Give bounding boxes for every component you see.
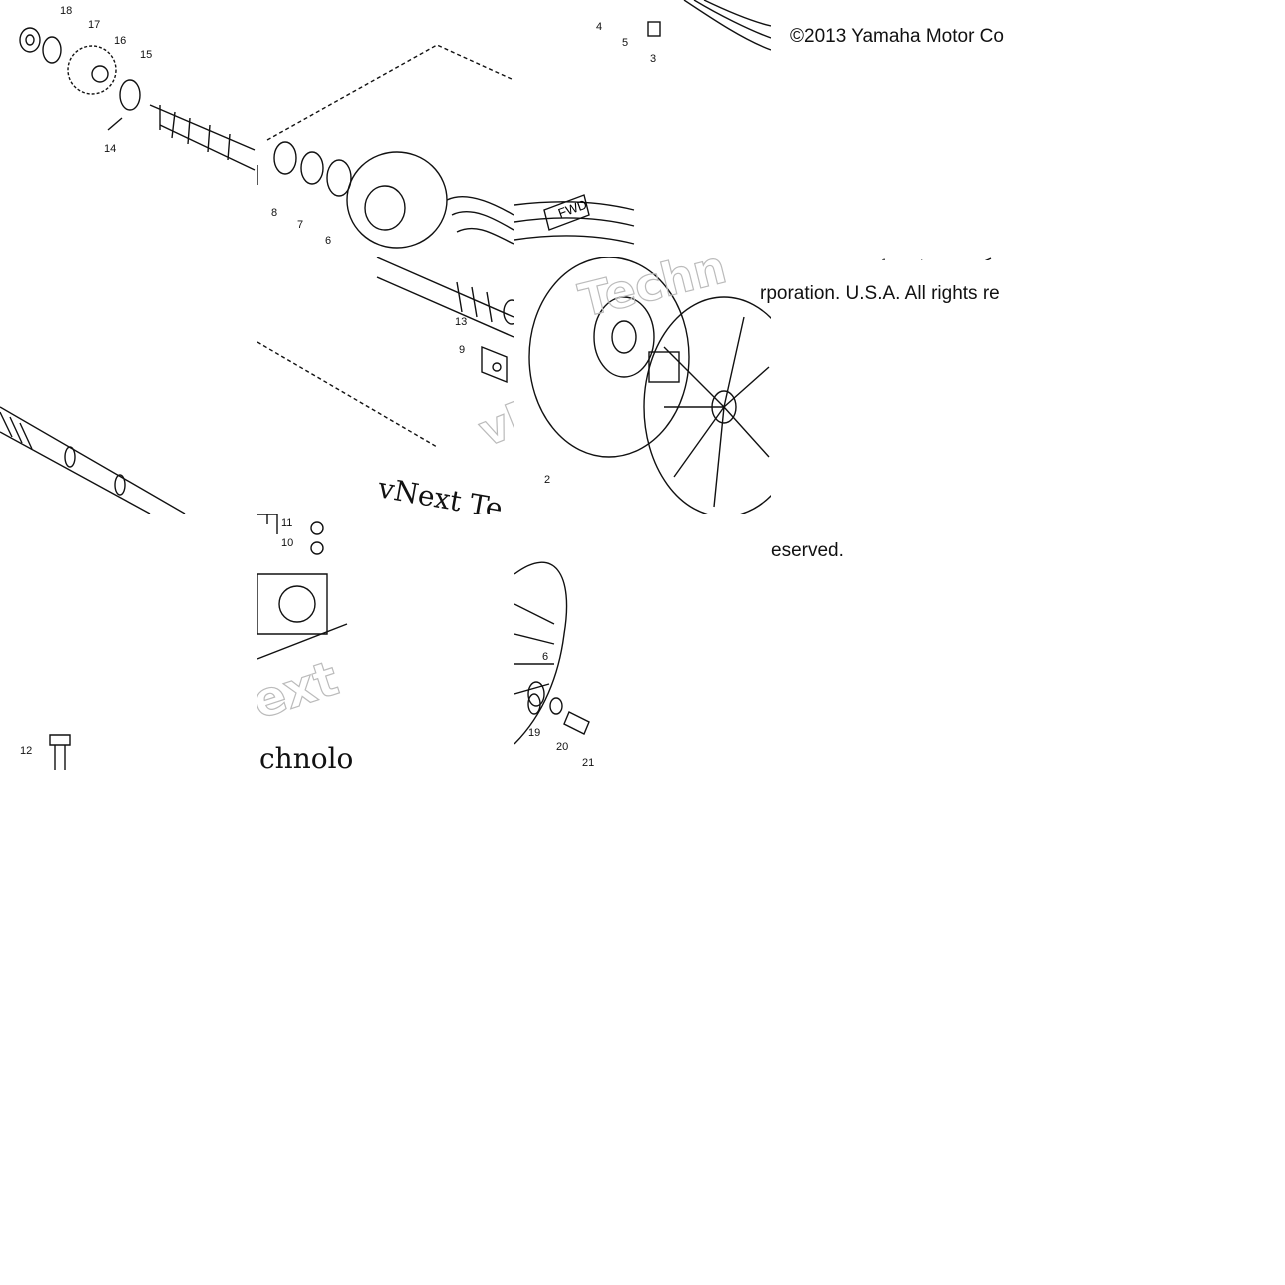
nut-part [19,27,41,53]
callout-9: 9 [459,344,465,356]
watermark-serif-1: vNext Te [375,471,506,514]
callout-19: 19 [528,727,540,739]
callout-18: 18 [60,5,72,17]
clip-5 [647,21,661,37]
washer-6 [326,159,352,197]
washer-19 [527,681,545,707]
washer-7 [300,151,324,185]
pillow-block [257,573,328,635]
callout-6b: 6 [542,651,548,663]
tile-pulley: Techn 2 [514,257,771,514]
copyright-line-2: rporation. U.S.A. All rights re [760,283,1000,304]
copyright-line-3: eserved. [771,540,844,561]
callouts-tile8: 11 10 [281,517,293,549]
callout-11: 11 [281,517,292,529]
tile-long-shaft [0,257,257,514]
bolt-21 [563,711,590,735]
bearing-part [119,79,141,111]
callout-10: 10 [281,537,293,549]
callouts-tile2: 8 7 6 [271,207,331,247]
tile-spring: FWD 4 5 3 [514,0,771,257]
sprocket-part [67,45,117,95]
tile-washers-cam: 8 7 6 [257,0,514,257]
spring-drawing: FWD 4 5 3 [514,0,771,245]
callout-5: 5 [622,37,628,49]
washer-part [42,36,62,64]
disc-2 [528,257,690,458]
bracket-lower-drawing: ext chnolo 11 10 [257,514,353,771]
washer-10 [310,541,324,555]
callout-15: 15 [140,49,152,61]
callout-3: 3 [650,53,656,65]
callout-20: 20 [556,741,568,753]
callout-2: 2 [544,474,550,486]
watermark-serif-2: chnolo [259,742,353,771]
watermark-outline-1: Techn [574,257,732,328]
pulley-drawing: Techn 2 [528,257,771,514]
washer-11 [310,521,324,535]
callout-6: 6 [325,235,331,247]
callouts-tile6: 2 [544,474,550,486]
callout-21: 21 [582,757,594,769]
callouts-tile5: 13 9 [455,316,467,356]
callouts-tile1: 18 17 16 15 14 [60,5,152,155]
shaft-bracket-drawing: vNe vNext Te 13 9 [257,257,514,514]
bracket-9 [481,345,508,384]
callout-17: 17 [88,19,100,31]
callout-13: 13 [455,316,467,328]
fwd-arrow [543,194,590,231]
tile-bracket-lower: ext chnolo 11 10 [257,514,514,771]
tile-shaft-bracket: vNe vNext Te 13 9 [257,257,514,514]
callout-14: 14 [104,143,116,155]
callout-7: 7 [297,219,303,231]
shaft-part [149,104,256,171]
tile-bolt-12: 12 [0,700,257,770]
cam-plate [346,151,448,249]
callout-16: 16 [114,35,126,47]
pulley-wheel [643,296,771,514]
callouts-tile3: 4 5 3 [596,21,656,65]
watermark-outline-2: vNe [472,374,514,457]
callout-1: 1 [881,257,887,260]
bolt-wheel-drawing: 6 19 20 21 [514,561,594,769]
watermark-outline-3: ext [257,650,345,730]
snippet-drawing: 1 [881,257,992,260]
washers-cam-drawing: 8 7 6 [257,44,514,249]
tile-snippet-1: 1 [771,220,1028,260]
copyright-line-1: ©2013 Yamaha Motor Co [790,26,1004,47]
sprocket-shaft-drawing: 18 17 16 15 14 [19,5,256,171]
bolt-12-drawing: 12 [20,734,71,770]
washer-8 [273,141,297,175]
callout-8: 8 [271,207,277,219]
callouts-tile9: 6 19 20 21 [528,651,594,769]
washer-20 [549,697,563,715]
long-shaft-drawing [0,406,186,514]
tile-bolt-wheel: 6 19 20 21 [514,514,771,771]
callout-12: 12 [20,745,32,757]
tile-sprocket-shaft: 18 17 16 15 14 [0,0,257,257]
callout-4: 4 [596,21,602,33]
